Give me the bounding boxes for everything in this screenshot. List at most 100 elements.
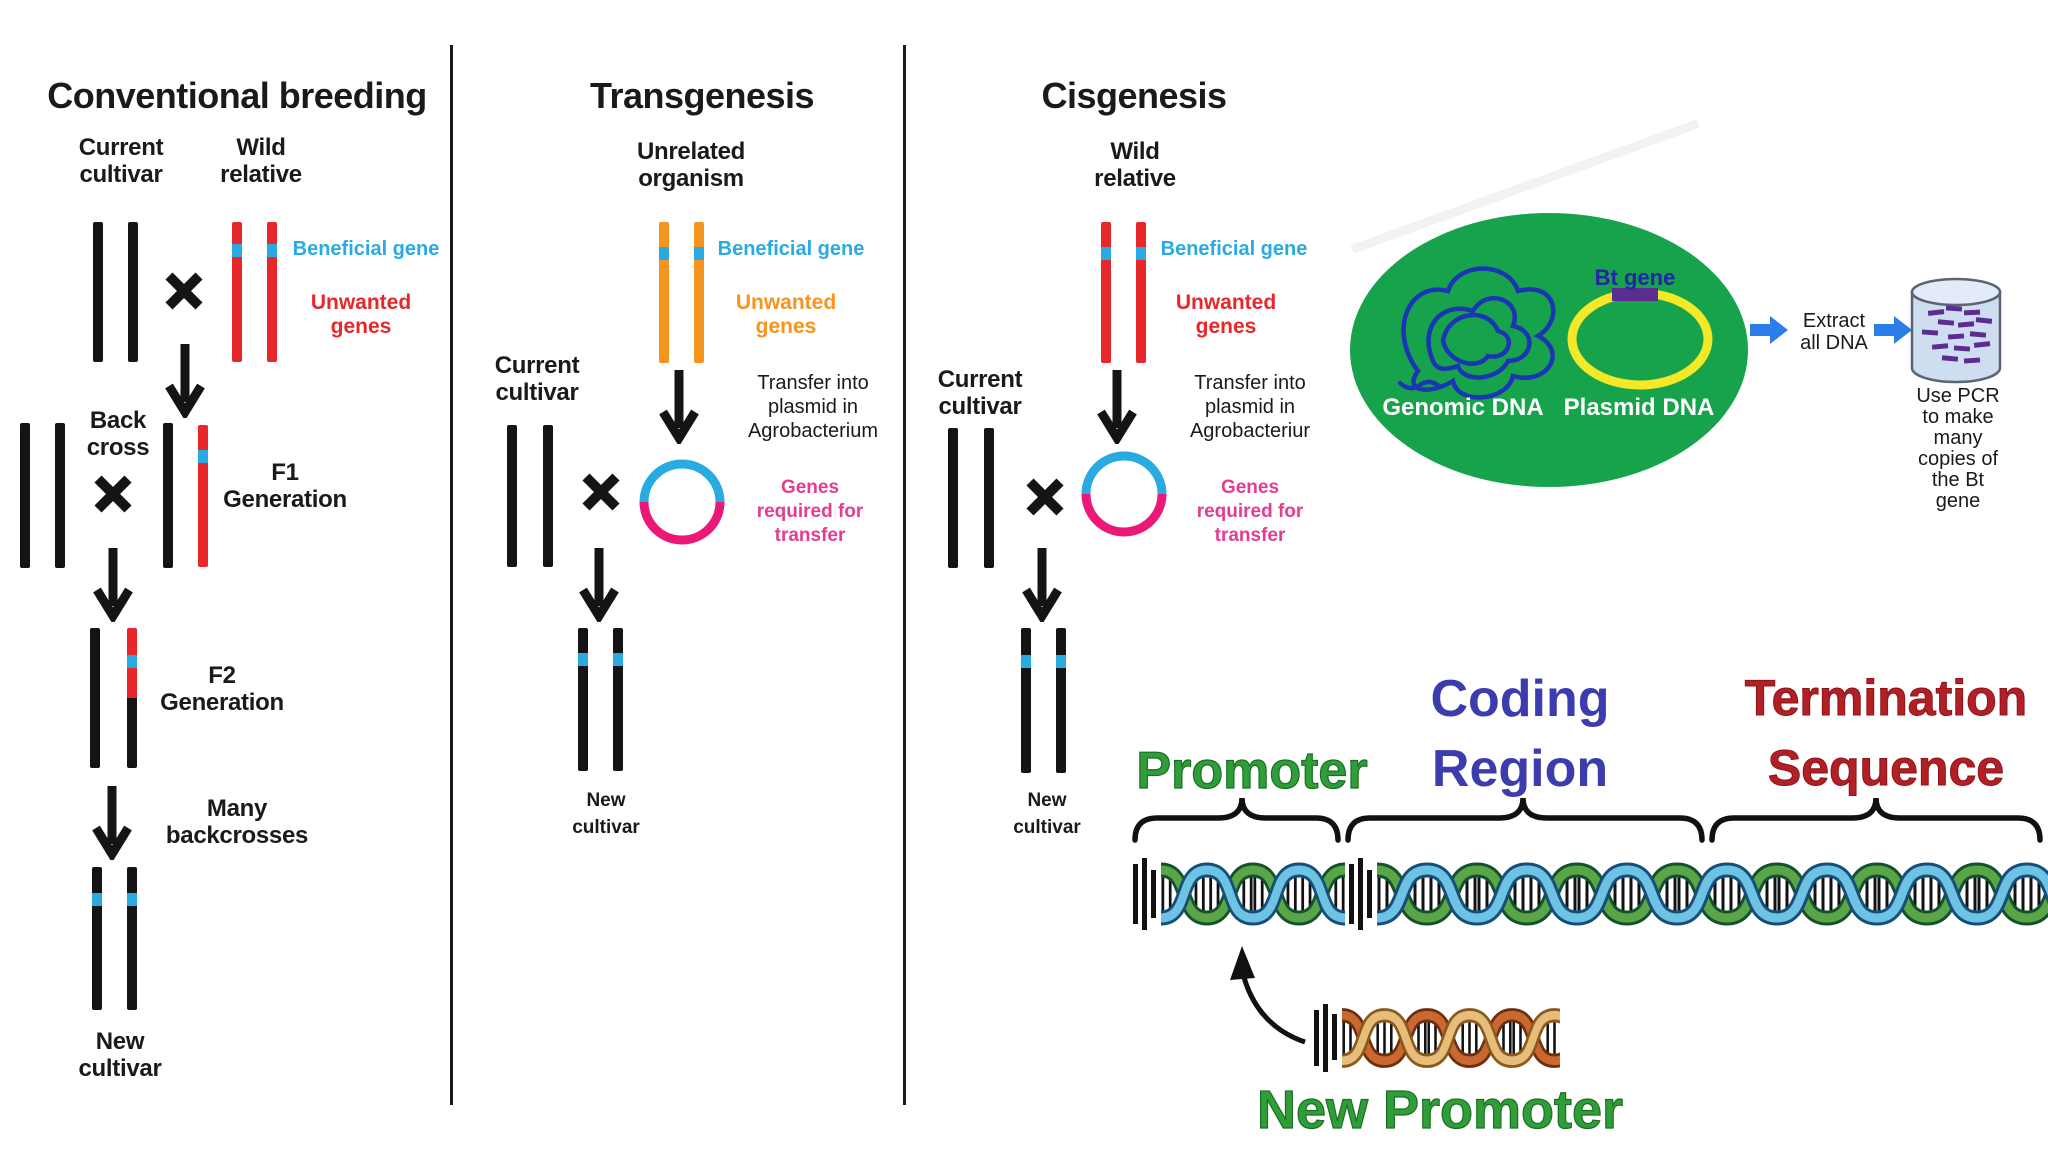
new-promoter-arrow (1230, 946, 1306, 1045)
down-arrow (93, 548, 133, 622)
pcr-caption: Use PCR to make many copies of the Bt ge… (1916, 385, 2000, 512)
wild-relative-label: Wild relative (1094, 138, 1176, 193)
beneficial-gene-band (694, 247, 704, 260)
promoter-helix-segment (1133, 858, 1345, 930)
cisgenesis-title: Cisgenesis (1041, 75, 1227, 116)
cross-icon (165, 272, 203, 310)
chromosome (267, 222, 277, 362)
termination-sequence-label: Termination Sequence (1744, 670, 2028, 797)
new-cultivar-label: New cultivar (572, 790, 640, 838)
dna-tube (1910, 277, 2002, 384)
conventional-title: Conventional breeding (47, 75, 427, 116)
current-cultivar-label: Current cultivar (494, 352, 580, 407)
beneficial-gene-band (198, 450, 208, 463)
f2-generation-label: F2 Generation (160, 662, 284, 717)
plasmid-dna-label: Plasmid DNA (1563, 394, 1715, 421)
cell-ellipse (1350, 213, 1748, 487)
chromosome (198, 425, 208, 567)
plasmid-genes-caption: Genes required for transfer (756, 477, 864, 546)
new-cultivar-label: New cultivar (1013, 790, 1081, 838)
bt-gene-label: Bt gene (1594, 265, 1676, 290)
cross-icon (582, 473, 620, 511)
chromosome (1101, 222, 1111, 363)
column-divider-right (903, 45, 906, 1105)
chromosome (507, 425, 517, 567)
down-arrow (165, 344, 205, 418)
chromosome (127, 867, 137, 1010)
blue-arrow-icon (1750, 316, 1788, 344)
current-cultivar-label: Current cultivar (937, 366, 1023, 421)
chromosome (93, 222, 103, 362)
termination-brace (1709, 797, 2043, 843)
genomic-dna-label: Genomic DNA (1382, 394, 1544, 421)
down-arrow (1097, 370, 1137, 444)
beneficial-gene-band (1056, 655, 1066, 668)
f1-generation-label: F1 Generation (223, 459, 347, 514)
unwanted-genes-caption: Unwanted genes (310, 291, 412, 338)
chromosome (127, 628, 137, 768)
cross-icon (1026, 478, 1064, 516)
dna-helix (1133, 858, 2048, 930)
beneficial-gene-band (1101, 247, 1111, 260)
beneficial-gene-band (1021, 655, 1031, 668)
wild-relative-label: Wild relative (220, 134, 302, 189)
chromosome (984, 428, 994, 568)
chromosome (659, 222, 669, 363)
coding-region-label: Coding Region (1430, 670, 1610, 798)
new-promoter-label: New Promoter (1256, 1079, 1624, 1140)
unwanted-genes-caption: Unwanted genes (735, 291, 837, 338)
chromosome (613, 628, 623, 771)
transfer-caption: Transfer into plasmid in Agrobacteriur (1189, 372, 1311, 442)
down-arrow (92, 786, 132, 860)
transgenesis-title: Transgenesis (589, 75, 815, 116)
chromosome (948, 428, 958, 568)
transfer-caption: Transfer into plasmid in Agrobacterium (747, 372, 879, 442)
new-cultivar-label: New cultivar (78, 1028, 162, 1083)
blue-arrow-icon (1874, 316, 1912, 344)
unrelated-organism-label: Unrelated organism (637, 138, 745, 193)
down-arrow (579, 548, 619, 622)
beneficial-gene-band (659, 247, 669, 260)
down-arrow (1022, 548, 1062, 622)
chromosome (92, 867, 102, 1010)
chromosome (20, 423, 30, 568)
chromosome (578, 628, 588, 771)
plasmid-ring (639, 459, 725, 545)
chromosome (1021, 628, 1031, 773)
beneficial-gene-band (267, 244, 277, 257)
chromosome (1136, 222, 1146, 363)
chromosome (1056, 628, 1066, 773)
beneficial-gene-band (232, 244, 242, 257)
chromosome (90, 628, 100, 768)
unwanted-genes-caption: Unwanted genes (1175, 291, 1277, 338)
beneficial-gene-caption: Beneficial gene (292, 238, 440, 260)
current-cultivar-label: Current cultivar (78, 134, 164, 189)
beneficial-gene-caption: Beneficial gene (717, 238, 865, 260)
chromosome (55, 423, 65, 568)
promoter-label: Promoter (1136, 741, 1368, 800)
plasmid-genes-caption: Genes required for transfer (1196, 477, 1304, 546)
coding-termination-helix-segment (1349, 858, 2048, 930)
column-divider-left (450, 45, 453, 1105)
back-cross-label: Back cross (86, 407, 150, 462)
new-promoter-helix (1314, 1004, 1560, 1072)
genomic-dna-tangle (1397, 266, 1556, 400)
beneficial-gene-band (127, 893, 137, 906)
curly-braces (1132, 797, 2043, 843)
down-arrow (659, 370, 699, 444)
chromosome (694, 222, 704, 363)
chromosome (163, 423, 173, 568)
many-backcrosses-label: Many backcrosses (165, 795, 309, 850)
cross-icon (94, 475, 132, 513)
extract-dna-label: Extract all DNA (1800, 310, 1868, 354)
plasmid-ring (1081, 451, 1167, 537)
beneficial-gene-band (92, 893, 102, 906)
beneficial-gene-band (127, 655, 137, 668)
promoter-brace (1132, 797, 1341, 843)
chromosome (543, 425, 553, 567)
beneficial-gene-band (613, 653, 623, 666)
beneficial-gene-band (1136, 247, 1146, 260)
chromosome (128, 222, 138, 362)
beneficial-gene-caption: Beneficial gene (1160, 238, 1308, 260)
